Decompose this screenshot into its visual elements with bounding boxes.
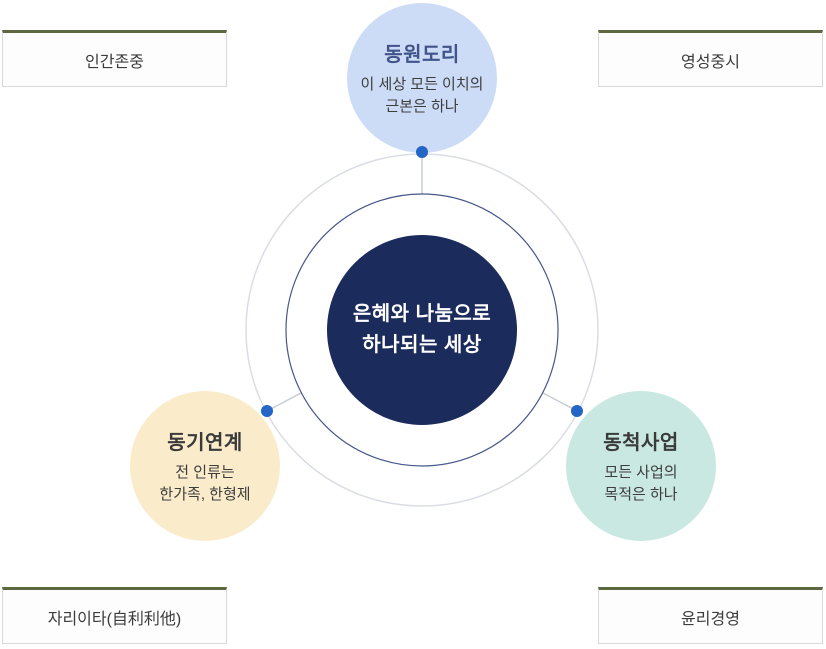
node-bottom-left-subtitle-line1: 전 인류는: [175, 464, 235, 482]
node-bottom-right-subtitle-line2: 목적은 하나: [604, 486, 678, 503]
center-value-line2: 하나되는 세상: [362, 334, 482, 356]
node-top-subtitle: 이 세상 모든 이치의 근본은 하나: [361, 74, 484, 118]
corner-label-top-left: 인간존중: [85, 53, 144, 71]
corner-label-top-right: 영성중시: [681, 53, 740, 71]
node-top-subtitle-line1: 이 세상 모든 이치의: [360, 76, 484, 94]
corner-box-top-right: 영성중시: [598, 30, 823, 87]
corner-box-bottom-right: 윤리경영: [598, 587, 823, 644]
node-circle-bottom-left: 동기연계 전 인류는 한가족, 한형제: [130, 391, 280, 541]
node-bottom-right-subtitle: 모든 사업의 목적은 하나: [604, 462, 677, 506]
corner-box-top-left: 인간존중: [2, 30, 227, 87]
corner-box-bottom-left: 자리이타(自利利他): [2, 587, 227, 644]
node-circle-bottom-right: 동척사업 모든 사업의 목적은 하나: [566, 391, 716, 541]
connector-dot-bottom-right: [571, 405, 583, 417]
node-bottom-left-subtitle: 전 인류는 한가족, 한형제: [159, 462, 250, 506]
connector-dot-top: [416, 146, 428, 158]
center-value-circle: 은혜와 나눔으로 하나되는 세상: [327, 235, 517, 425]
node-bottom-left-subtitle-line2: 한가족, 한형제: [159, 486, 251, 503]
node-top-title: 동원도리: [384, 44, 460, 67]
connector-dot-bottom-left: [261, 405, 273, 417]
corner-label-bottom-right: 윤리경영: [681, 610, 740, 628]
node-top-subtitle-line2: 근본은 하나: [385, 98, 459, 115]
center-value-line1: 은혜와 나눔으로: [352, 303, 492, 325]
node-bottom-right-subtitle-line1: 모든 사업의: [604, 464, 678, 482]
node-circle-top: 동원도리 이 세상 모든 이치의 근본은 하나: [347, 3, 497, 153]
corner-label-bottom-left: 자리이타(自利利他): [47, 610, 182, 628]
node-bottom-left-title: 동기연계: [167, 432, 243, 455]
node-bottom-right-title: 동척사업: [603, 432, 679, 455]
